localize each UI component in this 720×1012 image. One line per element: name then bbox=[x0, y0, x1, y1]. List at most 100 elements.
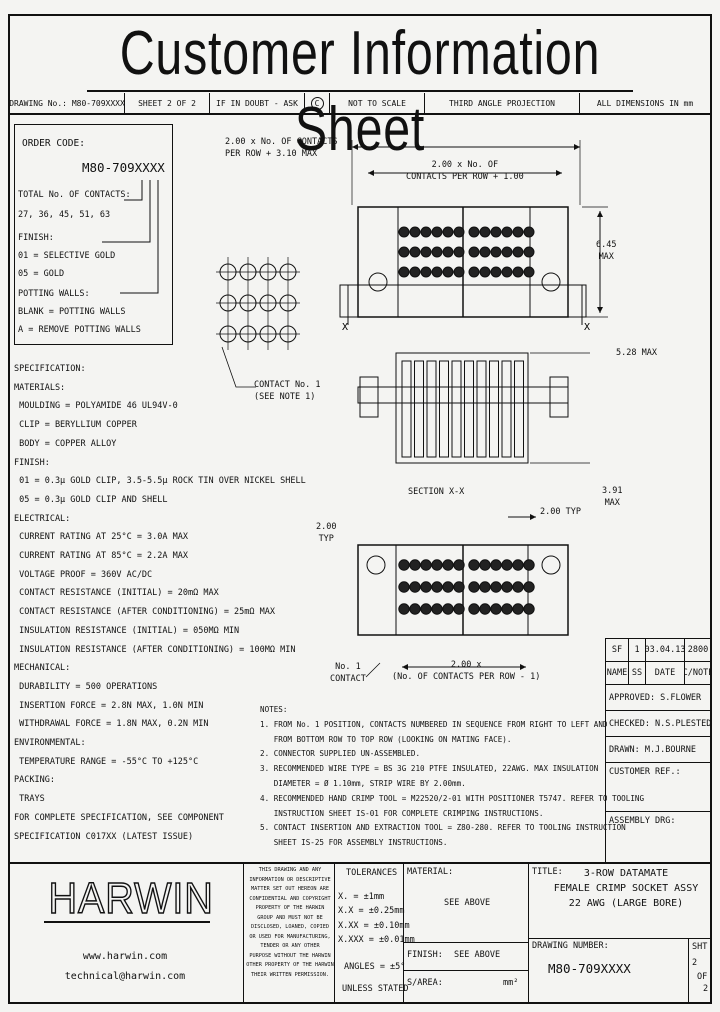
contact-socket bbox=[512, 559, 524, 571]
contact-socket bbox=[490, 603, 502, 615]
spec-line: SPECIFICATION: bbox=[14, 364, 86, 374]
order-code-line: 27, 36, 45, 51, 63 bbox=[18, 210, 111, 220]
if-in-doubt: IF IN DOUBT - ASK bbox=[210, 93, 305, 113]
contact-socket bbox=[442, 603, 454, 615]
sht-label: SHT bbox=[692, 942, 708, 952]
order-code-line: TOTAL No. OF CONTACTS: bbox=[18, 190, 131, 200]
contact-socket bbox=[453, 581, 465, 593]
note-line: INSTRUCTION SHEET IS-01 FOR COMPLETE CRI… bbox=[260, 808, 544, 818]
contact-socket bbox=[490, 266, 502, 278]
material-label: MATERIAL: bbox=[407, 867, 454, 877]
section-contact bbox=[489, 360, 499, 458]
contact-socket bbox=[523, 581, 535, 593]
drawing-number-label: DRAWING NUMBER: bbox=[532, 941, 609, 951]
contact-socket bbox=[420, 266, 432, 278]
order-code-line: A = REMOVE POTTING WALLS bbox=[18, 325, 141, 335]
page-frame bbox=[8, 14, 712, 1004]
contact-socket bbox=[512, 603, 524, 615]
section-contact bbox=[414, 360, 424, 458]
contact-socket bbox=[479, 226, 491, 238]
note-line: 2. CONNECTOR SUPPLIED UN-ASSEMBLED. bbox=[260, 749, 421, 759]
sht-total: 2 bbox=[703, 984, 709, 994]
spec-line: VOLTAGE PROOF = 360V AC/DC bbox=[14, 569, 153, 580]
note-line: 4. RECOMMENDED HAND CRIMP TOOL = M22520/… bbox=[260, 793, 645, 803]
contact-socket bbox=[490, 581, 502, 593]
contact-socket bbox=[523, 226, 535, 238]
contact-socket bbox=[420, 246, 432, 258]
contact-socket bbox=[453, 246, 465, 258]
header-strip: DRAWING No.: M80-709XXXX SHEET 2 OF 2 IF… bbox=[9, 93, 710, 115]
spec-line: CONTACT RESISTANCE (INITIAL) = 20mΩ MAX bbox=[14, 588, 219, 599]
rev-cell: 1 bbox=[628, 638, 646, 662]
spec-line: 05 = 0.3μ GOLD CLIP AND SHELL bbox=[14, 494, 168, 505]
contact-socket bbox=[479, 559, 491, 571]
dim-label: 3.91 MAX bbox=[602, 486, 623, 508]
email-link[interactable]: technical@harwin.com bbox=[64, 971, 186, 982]
section-contact bbox=[439, 360, 449, 458]
section-contact bbox=[426, 360, 437, 458]
spec-line: MOULDING = POLYAMIDE 46 UL94V-0 bbox=[14, 401, 178, 412]
section-contact bbox=[451, 360, 462, 458]
contact-socket bbox=[490, 226, 502, 238]
order-code-line: 05 = GOLD bbox=[18, 269, 65, 279]
order-code-line: POTTING WALLS: bbox=[18, 289, 90, 299]
contact-socket bbox=[398, 266, 410, 278]
contact-socket bbox=[523, 246, 535, 258]
finish-value: SEE ABOVE bbox=[454, 950, 501, 960]
spec-line: CURRENT RATING AT 25°C = 3.0A MAX bbox=[14, 532, 188, 543]
contact-socket bbox=[409, 246, 421, 258]
contact-note: CONTACT No. 1 (SEE NOTE 1) bbox=[254, 380, 321, 402]
dim-label: 2.00 TYP bbox=[316, 522, 337, 544]
tolerance-panel bbox=[334, 864, 404, 1002]
title-label: TITLE: bbox=[532, 867, 563, 877]
contact-socket bbox=[479, 266, 491, 278]
checked: CHECKED: N.S.PLESTED bbox=[605, 710, 712, 737]
contact-socket bbox=[398, 603, 410, 615]
dim-label: 6.45 MAX bbox=[596, 240, 617, 262]
contact-socket bbox=[479, 246, 491, 258]
harwin-logo: HARWIN bbox=[48, 874, 214, 923]
note-line: 1. FROM No. 1 POSITION, CONTACTS NUMBERE… bbox=[260, 719, 608, 729]
contact-socket bbox=[453, 603, 465, 615]
contact-socket bbox=[468, 266, 480, 278]
rev-cell: 2800 bbox=[684, 638, 712, 662]
svg-text:X: X bbox=[342, 322, 348, 333]
contact-socket bbox=[453, 559, 465, 571]
contact-socket bbox=[431, 226, 443, 238]
logo-panel bbox=[10, 864, 244, 1002]
note-line: 3. RECOMMENDED WIRE TYPE = BS 3G 210 PTF… bbox=[260, 764, 599, 774]
unless-stated: UNLESS STATED bbox=[342, 984, 409, 994]
contact-socket bbox=[468, 581, 480, 593]
contact-socket bbox=[501, 581, 513, 593]
angles: ANGLES = ±5° bbox=[344, 962, 406, 972]
legal-notice: THIS DRAWING AND ANY INFORMATION OR DESC… bbox=[246, 867, 334, 978]
dim-label: 2.00 x No. OF CONTACTS PER ROW + 1.00 bbox=[406, 160, 524, 182]
contact-socket bbox=[431, 603, 443, 615]
material-value: SEE ABOVE bbox=[444, 898, 491, 908]
rev-header: SS bbox=[628, 661, 646, 685]
dim-label: 2.00 TYP bbox=[540, 507, 581, 517]
spec-line: 01 = 0.3μ GOLD CLIP, 3.5-5.5μ ROCK TIN O… bbox=[14, 476, 306, 487]
note-line: FROM BOTTOM ROW TO TOP ROW (LOOKING ON M… bbox=[260, 734, 512, 744]
note-line: NOTES: bbox=[260, 705, 288, 714]
tolerance-row: X. = ±1mm bbox=[338, 892, 385, 902]
contact-socket bbox=[490, 246, 502, 258]
dim-label: 2.00 x (No. OF CONTACTS PER ROW - 1) bbox=[392, 660, 541, 682]
website-link[interactable]: www.harwin.com bbox=[82, 951, 168, 962]
contact-socket bbox=[453, 266, 465, 278]
contact-socket bbox=[431, 266, 443, 278]
contact-socket bbox=[512, 266, 524, 278]
note-line: SHEET IS-25 FOR ASSEMBLY INSTRUCTIONS. bbox=[260, 838, 448, 848]
rev-header: DATE bbox=[645, 661, 685, 685]
contact-socket bbox=[501, 559, 513, 571]
finish-label: FINISH: bbox=[407, 950, 443, 960]
contact-socket bbox=[409, 559, 421, 571]
section-contact bbox=[401, 360, 412, 458]
drawn: DRAWN: M.J.BOURNE bbox=[605, 736, 712, 763]
spec-line: CONTACT RESISTANCE (AFTER CONDITIONING) … bbox=[14, 607, 275, 618]
contact-socket bbox=[479, 581, 491, 593]
contact-socket bbox=[420, 559, 432, 571]
rev-cell: SF bbox=[605, 638, 629, 662]
contact-socket bbox=[442, 226, 454, 238]
spec-line: SPECIFICATION C017XX (LATEST ISSUE) bbox=[14, 831, 194, 842]
